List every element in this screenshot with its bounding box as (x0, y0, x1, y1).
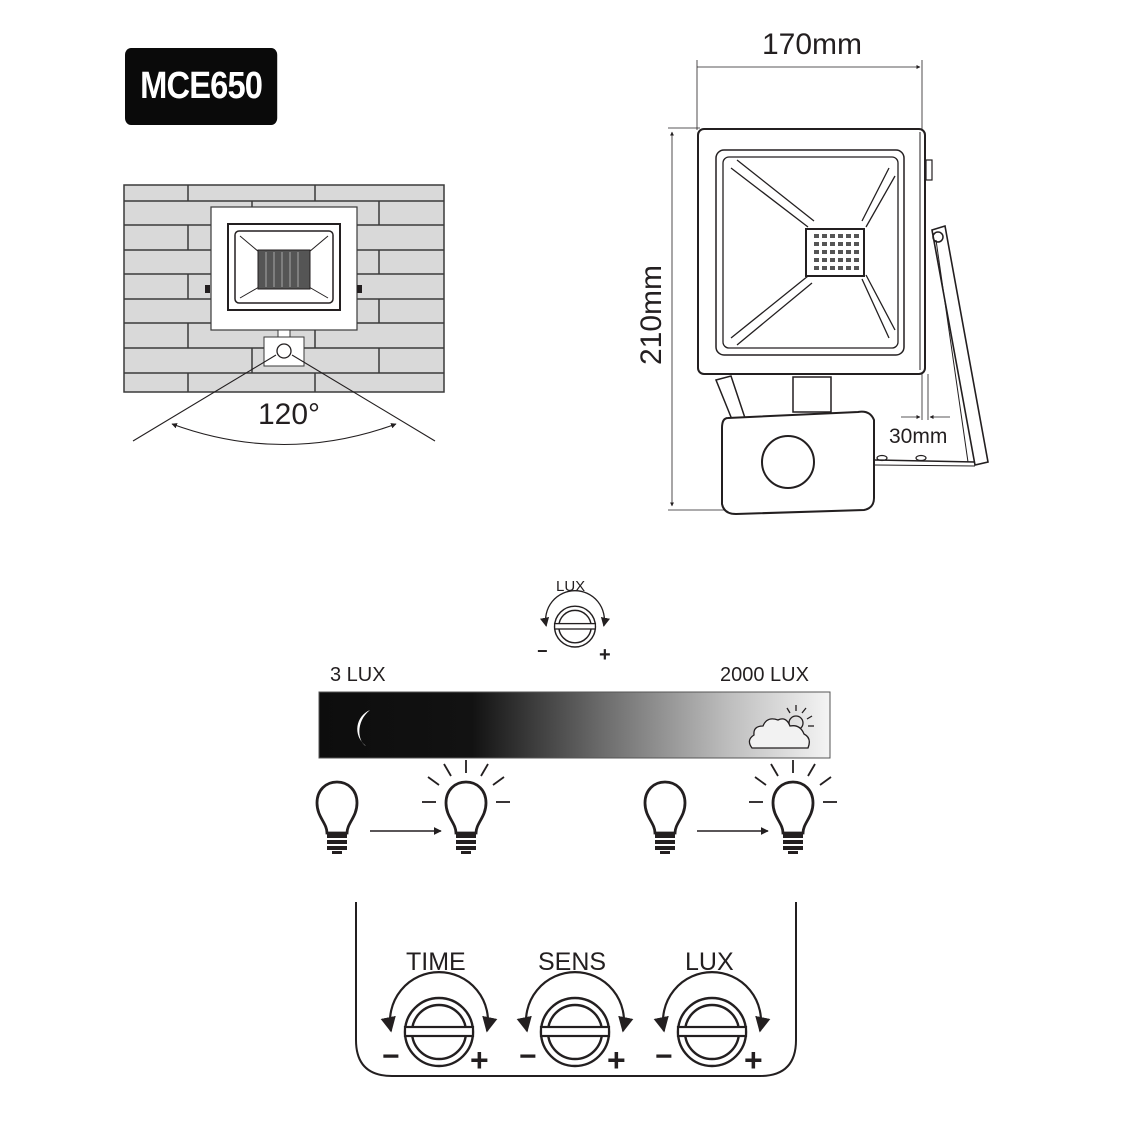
detection-angle-lines (132, 354, 436, 446)
min-lux-label: 3 LUX (330, 664, 386, 686)
model-name: MCE650 (140, 65, 263, 107)
lux-knob-label: LUX (556, 578, 586, 595)
bulb-on-icon (748, 759, 838, 856)
cloud-sun-icon (748, 705, 814, 749)
sens-plus-sign: + (607, 1042, 626, 1078)
sens-knob-label: SENS (538, 948, 607, 976)
control-panel-outline (355, 902, 797, 1077)
height-dimension-label: 210mm (635, 264, 668, 366)
lux-adjust-knob-icon (546, 591, 605, 647)
lux-panel-minus-sign: − (655, 1040, 673, 1073)
width-dimension-label: 170mm (762, 28, 863, 61)
bulb-off-icon (643, 780, 687, 856)
time-minus-sign: − (382, 1040, 400, 1073)
detection-angle-label: 120° (258, 398, 321, 431)
sens-minus-sign: − (519, 1040, 537, 1073)
bulb-transition-dark (315, 759, 511, 856)
max-lux-label: 2000 LUX (720, 664, 809, 686)
bulb-on-icon (421, 759, 511, 856)
floodlight-front (205, 206, 362, 367)
floodlight-side-dimensions (668, 60, 989, 516)
bulb-off-icon (315, 780, 359, 856)
lux-panel-knob-label: LUX (685, 948, 734, 976)
depth-dimension-label: 30mm (889, 425, 948, 448)
moon-icon (357, 710, 370, 746)
time-knob-label: TIME (406, 948, 466, 976)
lux-minus-sign: − (537, 641, 548, 661)
lux-panel-plus-sign: + (744, 1042, 763, 1078)
model-badge: MCE650 (125, 48, 278, 125)
lux-gradient-bar (318, 691, 831, 759)
lux-plus-sign: + (599, 644, 611, 666)
time-plus-sign: + (470, 1042, 489, 1078)
bulb-transition-bright (643, 759, 838, 856)
